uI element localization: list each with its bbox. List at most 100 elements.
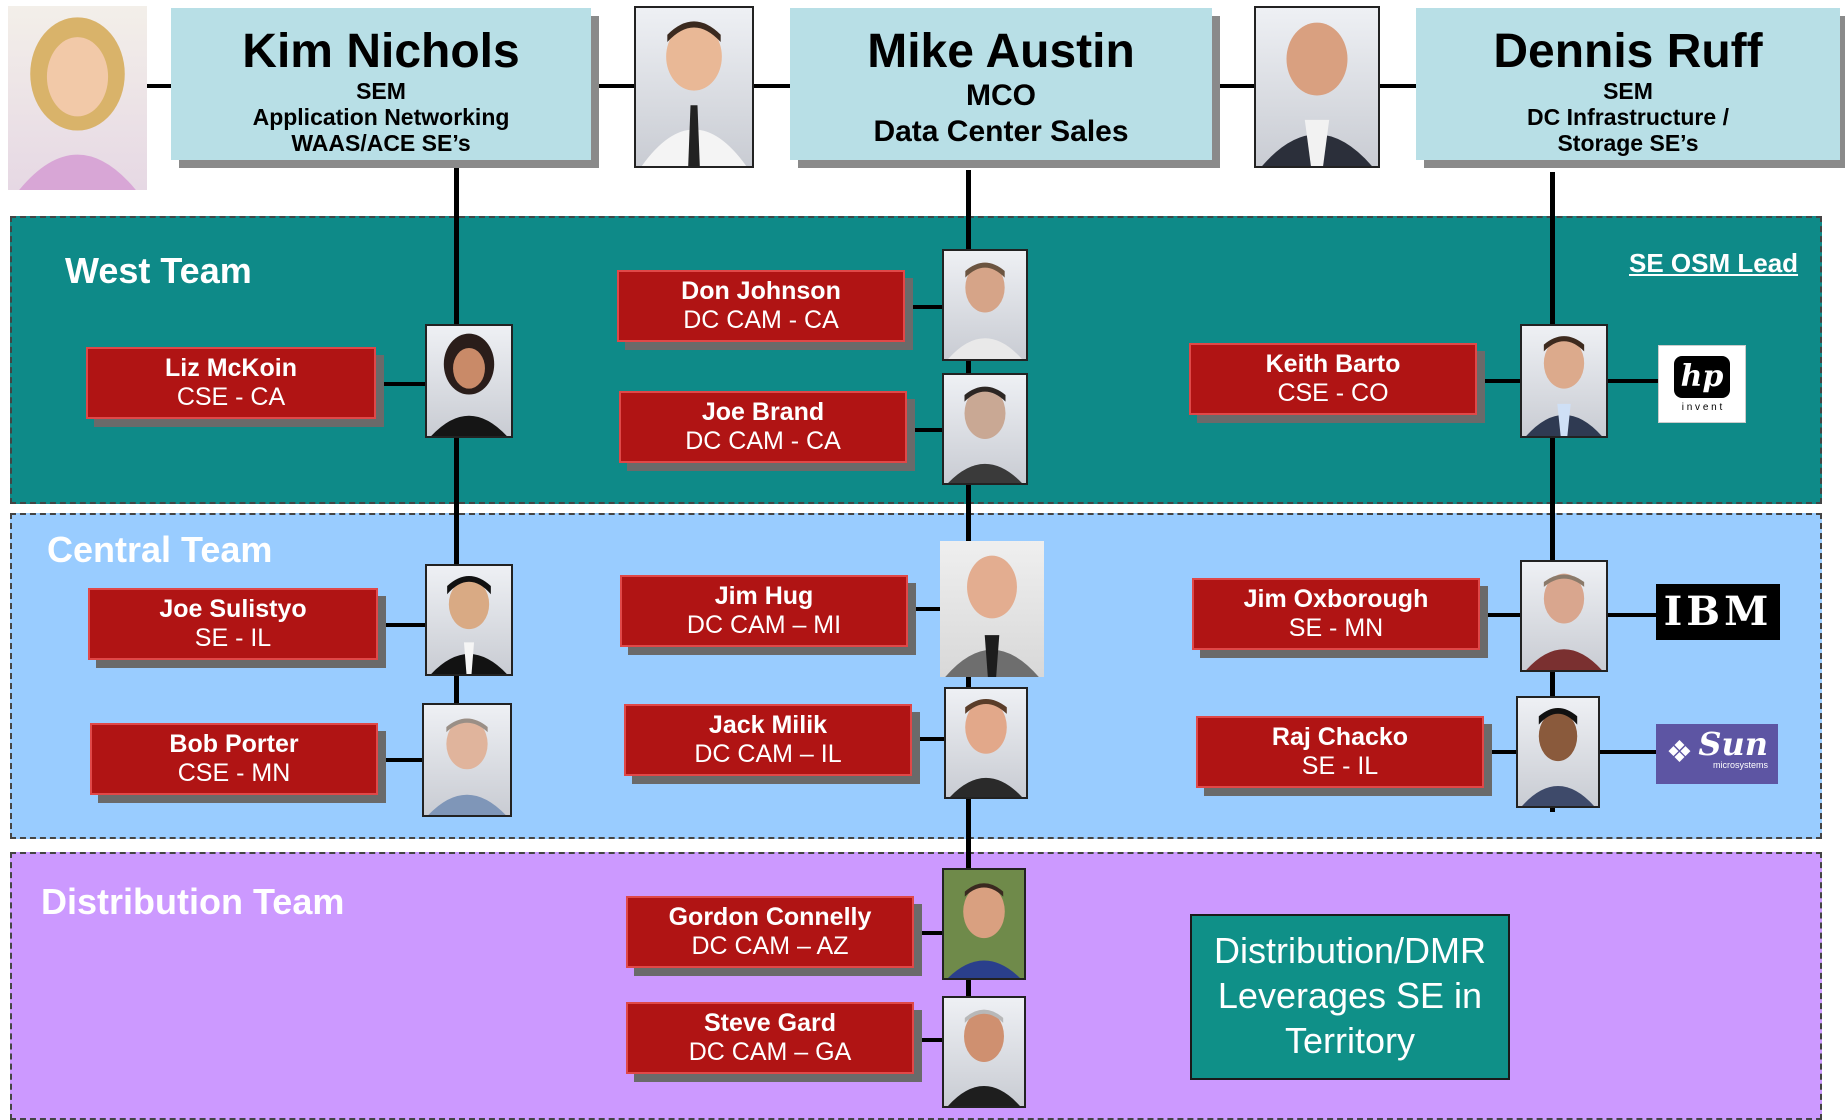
dennis-ruff-line3: Storage SE’s [1557,130,1699,156]
ibm-logo: IBM [1656,584,1780,640]
left-spine [454,166,459,816]
joe-brand-photo [942,373,1028,485]
kim-nichols-line1: SEM [356,78,406,104]
header-box-dennis-ruff: Dennis Ruff SEM DC Infrastructure / Stor… [1416,8,1840,160]
person-box-raj-chacko: Raj Chacko SE - IL [1196,716,1484,788]
steve-gard-photo [942,996,1026,1108]
person-box-jim-oxborough: Jim Oxborough SE - MN [1192,578,1480,650]
hp-logo: hp i n v e n t [1658,345,1746,423]
steve-gard-name: Steve Gard [703,1009,836,1037]
central-team-title: Central Team [47,529,273,570]
person-box-jack-milik: Jack Milik DC CAM – IL [624,704,912,776]
jack-milik-role: DC CAM – IL [694,740,842,768]
dennis-ruff-name: Dennis Ruff [1493,25,1763,78]
joe-sulistyo-name: Joe Sulistyo [159,595,307,623]
steve-gard-role: DC CAM – GA [688,1038,852,1066]
hp-tagline: i n v e n t [1681,402,1723,413]
liz-mckoin-photo [425,324,513,438]
link-bob [382,758,424,762]
jim-oxborough-name: Jim Oxborough [1243,585,1429,613]
keith-barto-photo [1520,324,1608,438]
right-spine [1550,172,1555,812]
link-keith-hp [1606,379,1658,383]
link-jimox-ibm [1606,613,1658,617]
gordon-connelly-photo [942,868,1026,980]
distribution-note-box: Distribution/DMR Leverages SE in Territo… [1190,914,1510,1080]
link-don [906,305,942,309]
top-connector-mid-center [754,84,790,88]
jim-hug-name: Jim Hug [714,582,814,610]
keith-barto-role: CSE - CO [1277,379,1389,407]
header-box-mike-austin: Mike Austin MCO Data Center Sales [790,8,1212,160]
jim-oxborough-photo [1520,560,1608,672]
liz-mckoin-role: CSE - CA [176,383,286,411]
top-connector-left [147,84,171,88]
top-connector-right [1380,84,1416,88]
jack-milik-name: Jack Milik [708,711,828,739]
raj-chacko-name: Raj Chacko [1271,723,1409,751]
sun-logo: ❖ Sun microsystems [1656,724,1778,784]
person-box-don-johnson: Don Johnson DC CAM - CA [617,270,905,342]
link-jack [914,737,944,741]
kim-nichols-line2: Application Networking [252,104,510,130]
header-box-kim-nichols: Kim Nichols SEM Application Networking W… [171,8,591,160]
jim-hug-photo [940,541,1044,677]
kim-nichols-line3: WAAS/ACE SE’s [291,130,471,156]
person-box-joe-sulistyo: Joe Sulistyo SE - IL [88,588,378,660]
dennis-ruff-line1: SEM [1603,78,1653,104]
sun-mark: Sun [1698,725,1768,763]
mike-austin-line2: Data Center Sales [873,115,1129,148]
link-steve [914,1038,944,1042]
jack-milik-photo [944,687,1028,799]
person-box-jim-hug: Jim Hug DC CAM – MI [620,575,908,647]
se-osm-lead-link[interactable]: SE OSM Lead [1629,248,1799,278]
bob-porter-role: CSE - MN [177,759,291,787]
person-box-joe-brand: Joe Brand DC CAM - CA [619,391,907,463]
joe-sulistyo-role: SE - IL [194,624,272,652]
person-box-steve-gard: Steve Gard DC CAM – GA [626,1002,914,1074]
link-joesul [380,623,425,627]
mike-austin-line1: MCO [966,79,1036,112]
raj-chacko-role: SE - IL [1301,752,1379,780]
don-johnson-name: Don Johnson [681,277,841,305]
hp-mark: hp [1674,356,1730,398]
person-box-keith-barto: Keith Barto CSE - CO [1189,343,1477,415]
top-connector-left-mid [598,84,634,88]
gordon-connelly-name: Gordon Connelly [668,903,872,931]
gordon-connelly-role: DC CAM – AZ [691,932,849,960]
kim-nichols-name: Kim Nichols [242,25,520,78]
link-keith [1478,379,1520,383]
link-raj-sun [1600,750,1658,754]
don-johnson-role: DC CAM - CA [683,306,839,334]
link-joebrand [908,428,944,432]
distribution-team-title: Distribution Team [41,881,345,922]
west-team-title: West Team [65,250,252,291]
distribution-team-band [10,852,1822,1120]
mike-austin-name: Mike Austin [867,25,1135,78]
keith-barto-name: Keith Barto [1265,350,1401,378]
distribution-note-line1: Distribution/DMR [1213,930,1487,971]
top-connector-center-right [1218,84,1254,88]
bob-porter-name: Bob Porter [169,730,299,758]
person-box-liz-mckoin: Liz McKoin CSE - CA [86,347,376,419]
joe-brand-name: Joe Brand [701,398,825,426]
joe-sulistyo-photo [425,564,513,676]
sun-tagline: microsystems [1712,760,1768,770]
dennis-ruff-line2: DC Infrastructure / [1527,104,1729,130]
dennis-ruff-photo [1254,6,1380,168]
raj-chacko-photo [1516,696,1600,808]
sun-diamond-icon: ❖ [1666,736,1693,769]
kim-nichols-photo [8,6,147,190]
link-jimox [1482,613,1520,617]
don-johnson-photo [942,249,1028,361]
link-raj [1486,750,1516,754]
person-box-gordon-connelly: Gordon Connelly DC CAM – AZ [626,896,914,968]
bob-porter-photo [422,703,512,817]
mike-austin-photo [634,6,754,168]
distribution-note-line2: Leverages SE in [1217,975,1483,1016]
link-gordon [914,931,944,935]
person-box-bob-porter: Bob Porter CSE - MN [90,723,378,795]
jim-oxborough-role: SE - MN [1288,614,1384,642]
jim-hug-role: DC CAM – MI [686,611,842,639]
link-liz [380,382,425,386]
